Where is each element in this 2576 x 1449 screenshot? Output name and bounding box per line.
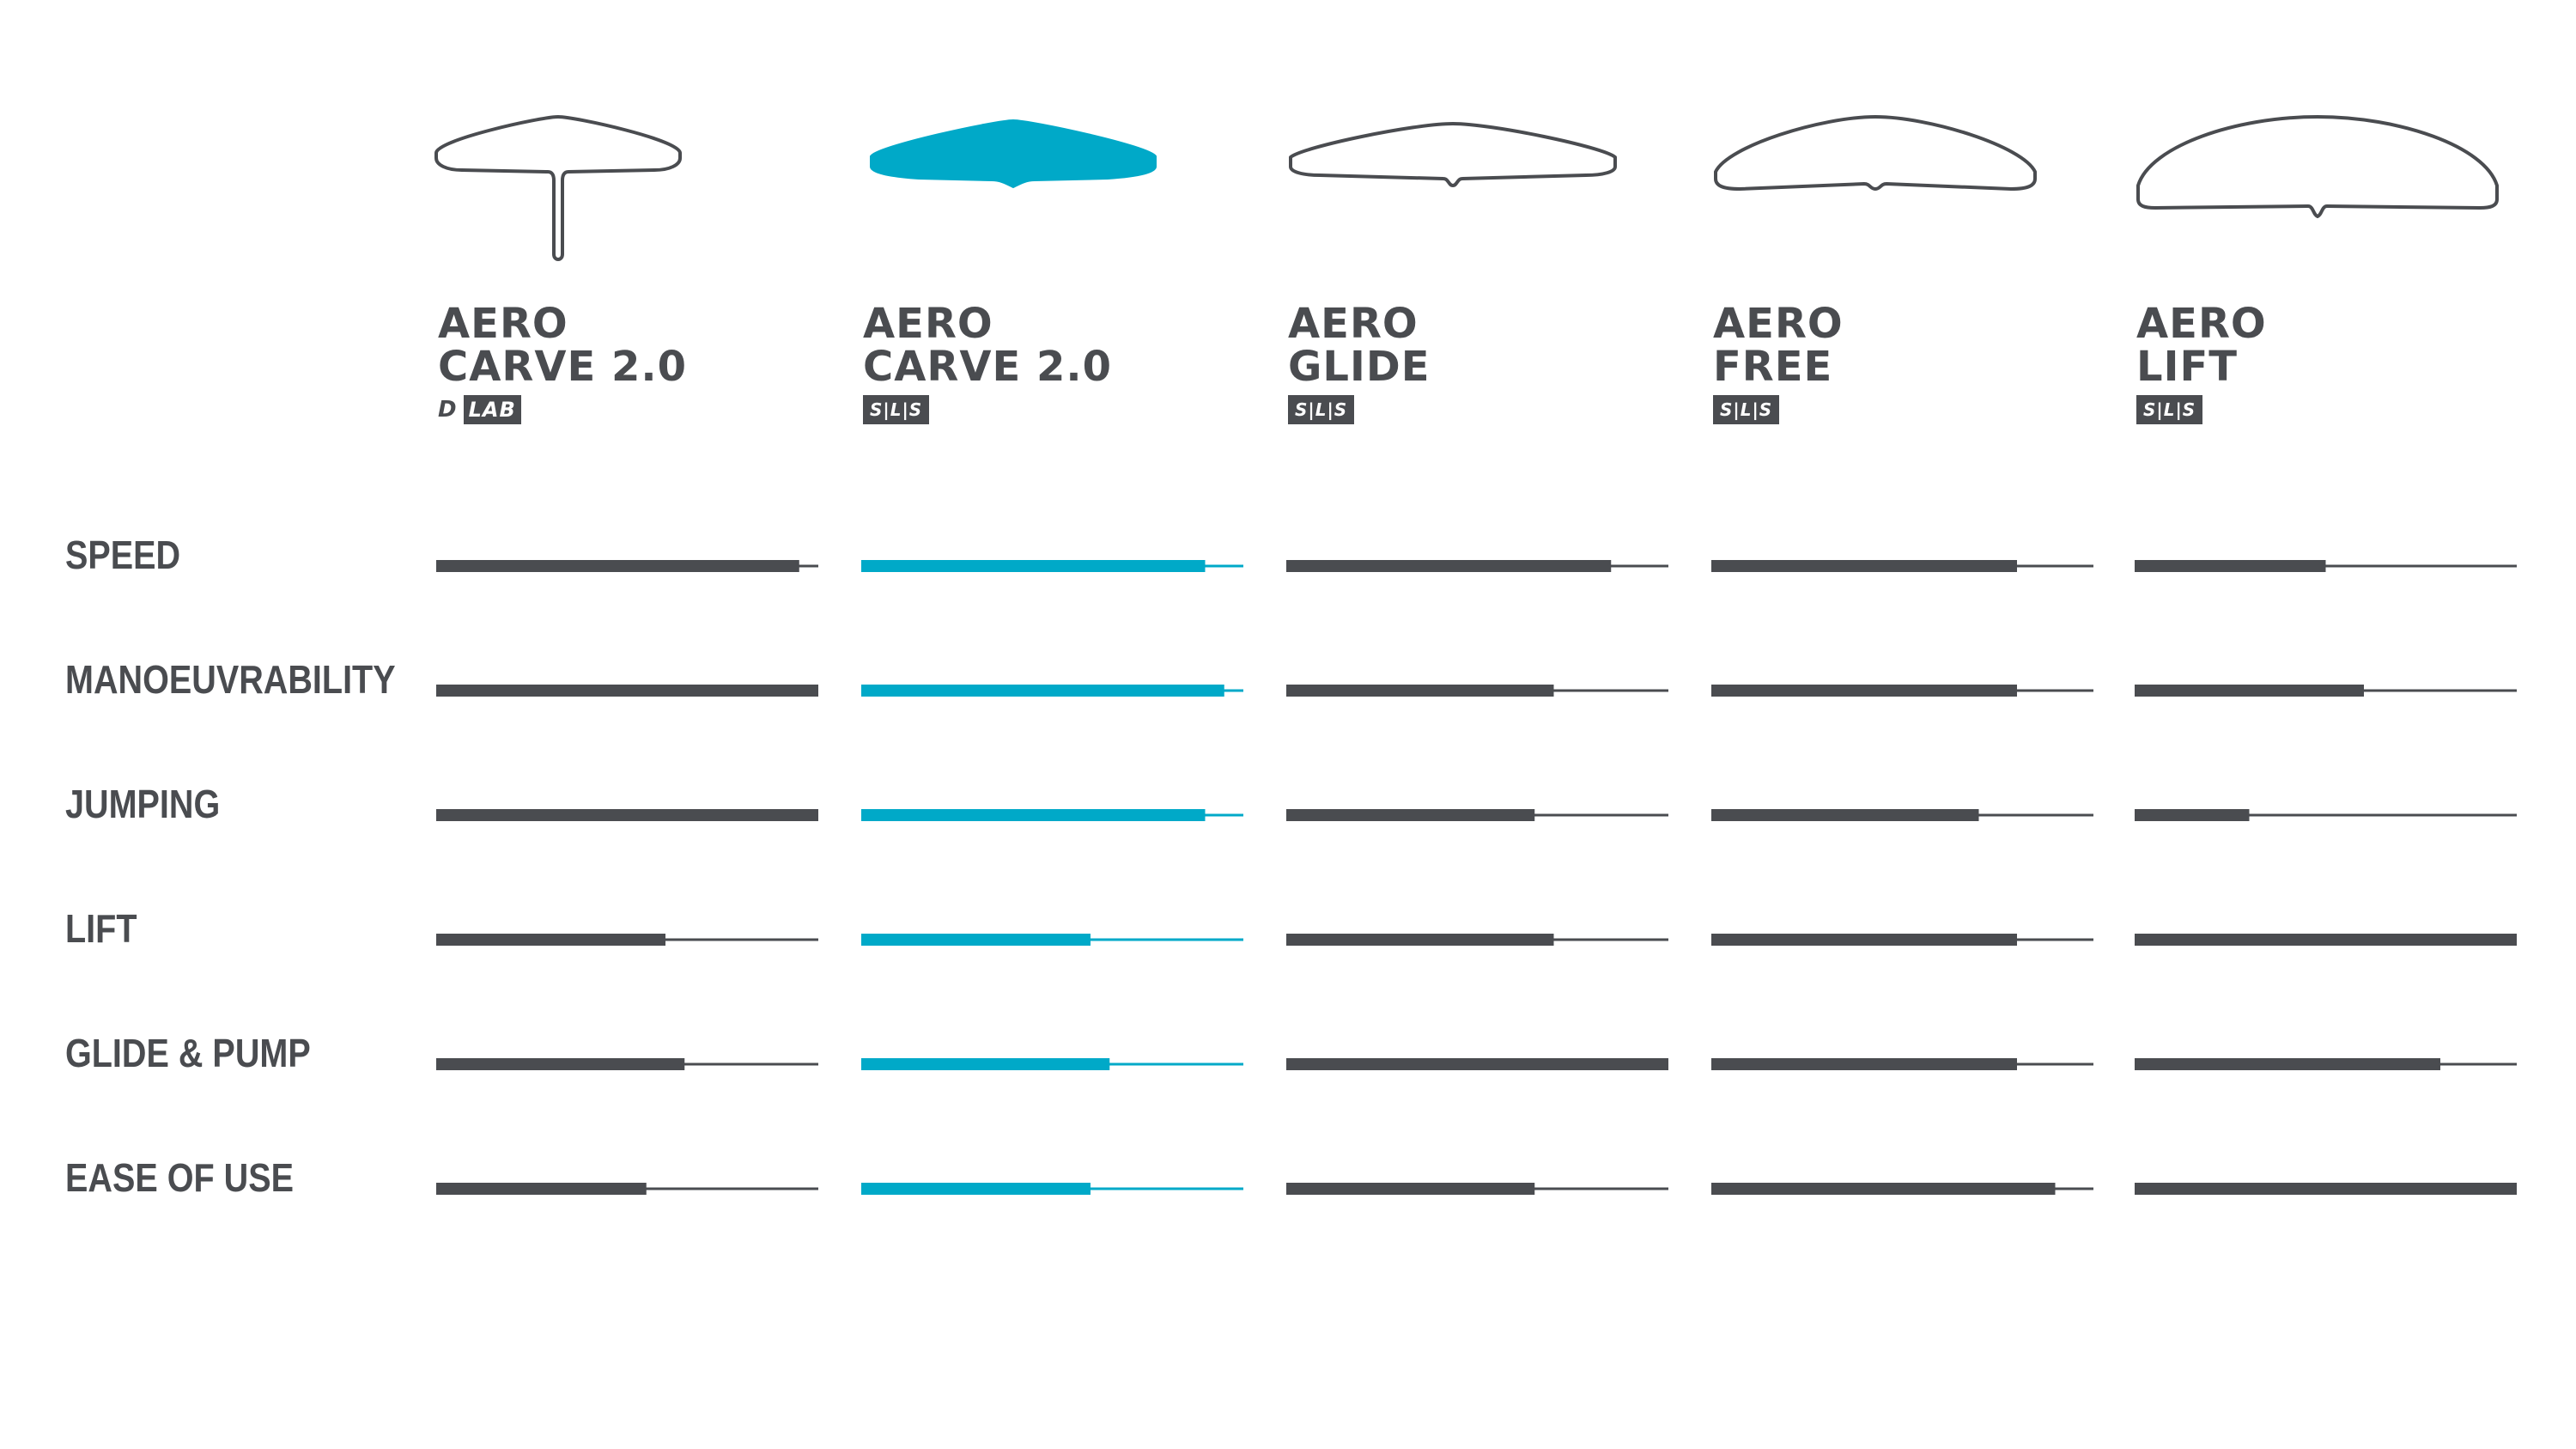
product-name-line2: LIFT: [2136, 343, 2238, 391]
rating-bar: [436, 809, 818, 821]
rating-bar: [2135, 685, 2364, 697]
wing-outline: [1289, 122, 1617, 187]
badge-label: S|L|S: [1713, 395, 1780, 424]
rating-bar: [1286, 934, 1554, 946]
wing-icon: [1289, 122, 1617, 187]
wing-icon: [870, 119, 1157, 189]
rating-bar: [1711, 560, 2017, 572]
product-name-line1: AERO: [1288, 300, 1419, 348]
badge-label: LAB: [463, 395, 521, 424]
criterion-label: GLIDE & PUMP: [65, 1031, 311, 1075]
rating-bar: [861, 1183, 1091, 1195]
criterion-label: SPEED: [65, 533, 181, 577]
rating-bar: [1711, 809, 1979, 821]
rating-bar: [2135, 560, 2326, 572]
rating-bar: [436, 560, 799, 572]
rating-bar: [861, 1058, 1110, 1070]
criterion-label: EASE OF USE: [65, 1155, 294, 1200]
rating-bar: [1711, 1183, 2056, 1195]
product-name-line2: GLIDE: [1288, 343, 1431, 391]
badge-label: S|L|S: [863, 395, 930, 424]
product-name-line1: AERO: [438, 300, 568, 348]
product-name-line1: AERO: [1713, 300, 1844, 348]
sls-badge: S|L|S: [2136, 395, 2203, 424]
rating-bar: [1711, 934, 2017, 946]
wing-outline: [870, 119, 1157, 189]
criterion-label: LIFT: [65, 906, 137, 951]
product-name-line2: CARVE 2.0: [863, 343, 1113, 391]
product-name-line1: AERO: [863, 300, 993, 348]
wing-icon: [1714, 115, 2037, 191]
badge-prefix: D: [438, 397, 457, 423]
sls-badge: S|L|S: [863, 395, 930, 424]
rating-bar: [1711, 1058, 2017, 1070]
rating-bar: [861, 934, 1091, 946]
rating-bar: [436, 1183, 647, 1195]
rating-bar: [436, 934, 665, 946]
product-name-line2: CARVE 2.0: [438, 343, 688, 391]
product-name-line1: AERO: [2136, 300, 2267, 348]
rating-bar: [861, 560, 1206, 572]
criterion-label: JUMPING: [65, 782, 221, 826]
wing-outline: [2136, 115, 2499, 218]
rating-bar: [2135, 934, 2517, 946]
rating-bar: [861, 809, 1206, 821]
wing-icon: [434, 115, 682, 261]
rating-bar: [1286, 685, 1554, 697]
product-name-line2: FREE: [1713, 343, 1833, 391]
rating-bar: [436, 685, 818, 697]
sls-badge: S|L|S: [1713, 395, 1780, 424]
wing-outline: [1714, 115, 2037, 191]
rating-bar: [1286, 809, 1535, 821]
badge-label: S|L|S: [1288, 395, 1355, 424]
rating-bar: [1711, 685, 2017, 697]
rating-bar: [1286, 560, 1612, 572]
rating-bar: [1286, 1058, 1668, 1070]
rating-bar: [2135, 809, 2250, 821]
rating-bar: [2135, 1058, 2440, 1070]
rating-bar: [436, 1058, 685, 1070]
sls-badge: S|L|S: [1288, 395, 1355, 424]
rating-bar: [2135, 1183, 2517, 1195]
badge-label: S|L|S: [2136, 395, 2203, 424]
rating-bar: [861, 685, 1224, 697]
rating-bar: [1286, 1183, 1535, 1195]
criterion-label: MANOEUVRABILITY: [65, 657, 396, 702]
wing-outline: [434, 115, 682, 261]
wing-icon: [2136, 115, 2499, 218]
